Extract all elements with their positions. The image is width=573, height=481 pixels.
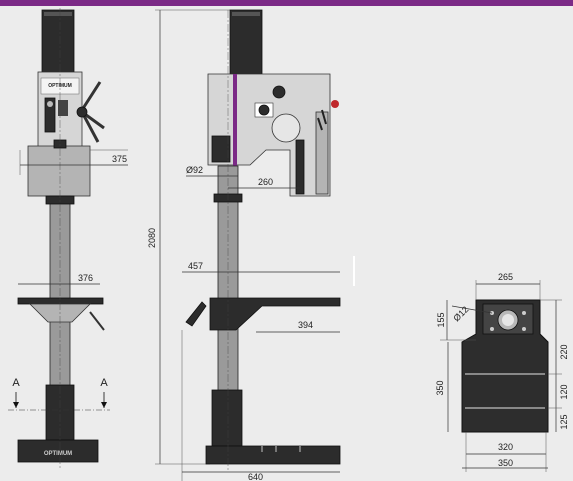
dim-220-label: 220 [559, 344, 569, 359]
top-accent-bar [0, 0, 573, 6]
side-switch-panel [211, 135, 231, 163]
dim-265-label: 265 [498, 272, 513, 282]
front-motor [41, 9, 75, 73]
dim-457-label: 457 [188, 261, 203, 271]
side-feed-rack [295, 139, 305, 195]
dim-2080-label: 2080 [147, 228, 157, 248]
side-feed-levers [317, 109, 327, 131]
side-base [205, 445, 341, 465]
dim-120-label: 120 [559, 384, 569, 399]
front-motor-cap [44, 12, 72, 16]
front-table [17, 297, 104, 305]
dim-350-left-label: 350 [435, 380, 445, 395]
side-motor-cap [232, 12, 260, 16]
dim-320-label: 320 [498, 442, 513, 452]
side-selector-knob [258, 104, 270, 116]
front-handle-hub [76, 106, 88, 118]
dim-640-label: 640 [248, 472, 263, 481]
base-plan-view: 265 155 Ø12 350 220 120 125 320 [435, 272, 569, 472]
section-arrowhead-right [101, 402, 107, 408]
section-arrowhead-left [13, 402, 19, 408]
front-display [58, 100, 68, 116]
front-switch-block [44, 97, 56, 133]
dim-125-label: 125 [559, 414, 569, 429]
dim-dia12-leader [451, 305, 493, 314]
front-base [17, 439, 99, 463]
dim-375-label: 375 [112, 154, 127, 164]
dim-260-label: 260 [258, 177, 273, 187]
section-mark-right: A [100, 377, 108, 389]
dim-dia12-label: Ø12 [451, 304, 470, 323]
side-stop-button [331, 100, 339, 108]
height-dimension: 2080 [147, 9, 230, 465]
front-gear-housing [27, 145, 91, 197]
front-table-crank [89, 311, 105, 331]
side-spindle-housing [271, 113, 301, 143]
side-table-lever [185, 301, 207, 327]
side-base-slots [261, 446, 301, 452]
dim-394-label: 394 [298, 320, 313, 330]
side-motor [229, 9, 263, 75]
base-column-bore-inner [502, 314, 514, 326]
dim-dia92-label: Ø92 [186, 165, 203, 175]
base-hole-4 [522, 327, 526, 331]
dim-376-label: 376 [78, 273, 93, 283]
front-knob [47, 101, 53, 107]
front-base-logo: OPTIMUM [44, 451, 72, 457]
base-hole-2 [522, 311, 526, 315]
dim-155-label: 155 [436, 312, 446, 327]
side-lower-column [211, 389, 243, 447]
side-feed-box [315, 111, 329, 195]
side-table-arm [209, 297, 341, 331]
base-hole-3 [490, 327, 494, 331]
section-mark-left: A [12, 377, 20, 389]
dim-350-bottom-label: 350 [498, 458, 513, 468]
front-view: OPTIMUM OPTIMUM [8, 8, 128, 470]
side-view: Ø92 260 457 394 640 [181, 9, 355, 481]
side-accent-stripe [233, 74, 237, 166]
side-speed-knob [272, 85, 286, 99]
